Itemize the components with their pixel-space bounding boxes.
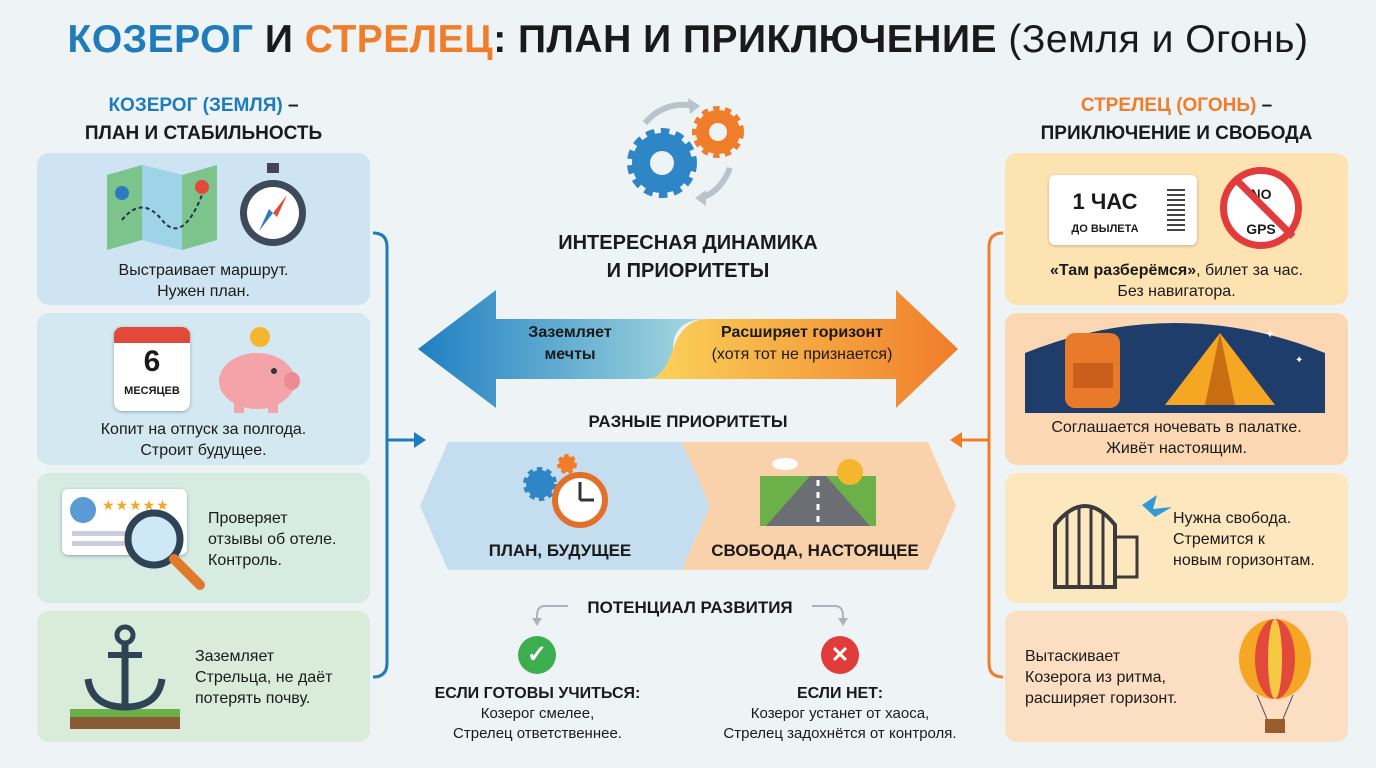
magnifier-icon [124,509,205,590]
right-heading: СТРЕЛЕЦ (ОГОНЬ) – ПРИКЛЮЧЕНИЕ И СВОБОДА [1005,92,1348,148]
card-text: Живёт настоящим. [1106,440,1247,457]
left-card-anchor: Заземляет Стрельца, не даёт потерять поч… [37,611,370,742]
cage-bird-icon [1053,495,1172,589]
arrow-left-shape [418,290,708,408]
left-card-reviews: ★★★★★ Проверяет отзывы об отеле. Контрол… [37,473,370,603]
title-and: И [264,18,294,61]
calendar-icon: 6 МЕСЯЦЕВ [114,327,190,411]
card-text: Строит будущее. [140,442,267,459]
potential-no-line2: Стрелец задохнётся от контроля. [723,725,957,742]
card-text: Заземляет [195,648,275,665]
rating-stars: ★★★★★ [102,497,170,513]
anchor-icon [70,624,180,729]
right-heading-dash: – [1261,95,1273,116]
card-text: Нужна свобода. [1173,510,1292,527]
card-text: потерять почву. [195,690,311,707]
potential-arrows [532,605,848,626]
potential-yes-line2: Стрелец ответственнее. [453,725,622,742]
card-text: Стрельца, не даёт [195,669,333,686]
arrow-left-line2: мечты [544,346,596,363]
card-text: Копит на отпуск за полгода. [100,421,307,438]
calendar-number: 6 [143,345,161,378]
left-heading-subtitle: ПЛАН И СТАБИЛЬНОСТЬ [84,123,323,144]
check-icon: ✓ [518,636,556,674]
right-heading-subtitle: ПРИКЛЮЧЕНИЕ И СВОБОДА [1040,123,1313,144]
hot-air-balloon-icon [1239,619,1311,733]
no-gps-bottom: GPS [1246,221,1276,237]
potential-heading: ПОТЕНЦИАЛ РАЗВИТИЯ [587,598,793,617]
left-card-route: Выстраивает маршрут. Нужен план. [37,153,370,305]
ticket-icon: 1 ЧАС ДО ВЫЛЕТА [1049,175,1197,245]
left-card-savings: 6 МЕСЯЦЕВ Копит на отпуск за полгода. Ст… [37,313,370,465]
title-subtitle: (Земля и Огонь) [1008,18,1309,61]
night-tent-icon: ✦✦ [1025,323,1325,413]
dynamics-line1: ИНТЕРЕСНАЯ ДИНАМИКА [558,232,818,254]
svg-text:✦: ✦ [1295,355,1303,366]
potential-yes: ЕСЛИ ГОТОВЫ УЧИТЬСЯ: Козерог смелее, Стр… [400,684,675,744]
arrow-left-label: Заземляет мечты [500,322,640,366]
dynamics-line2: И ПРИОРИТЕТЫ [606,260,770,282]
potential-no-line1: Козерог устанет от хаоса, [750,705,930,722]
arrow-right-line2: (хотя тот не признается) [711,346,893,363]
arrow-right-line1: Расширяет горизонт [721,324,883,341]
card-text: Без навигатора. [1117,283,1236,300]
card-text: Вытаскивает [1025,648,1121,665]
card-text: , билет за час. [1196,262,1303,279]
card-text: Выстраивает маршрут. [118,262,289,279]
arrow-right-shape [648,290,958,408]
left-bracket-arrow [372,231,426,679]
dynamics-heading: ИНТЕРЕСНАЯ ДИНАМИКА И ПРИОРИТЕТЫ [420,229,956,285]
potential-no-title: ЕСЛИ НЕТ: [796,685,884,702]
right-card-ticket: 1 ЧАС ДО ВЫЛЕТА NO GPS «Там разберёмся»,… [1005,153,1348,305]
title-sagittarius: СТРЕЛЕЦ [304,18,494,61]
priorities-heading: РАЗНЫЕ ПРИОРИТЕТЫ [588,412,788,431]
left-heading-dash: – [287,95,299,116]
card-text: Контроль. [208,552,282,569]
compass-icon [240,163,306,246]
ticket-label: ДО ВЫЛЕТА [1071,223,1139,235]
title-main: : ПЛАН И ПРИКЛЮЧЕНИЕ [493,18,998,61]
right-bracket-arrow [950,231,1004,679]
card-text: расширяет горизонт. [1025,690,1178,707]
gears-icon [627,98,744,206]
right-card-freedom: Нужна свобода. Стремится к новым горизон… [1005,473,1348,603]
title-capricorn: КОЗЕРОГ [67,18,254,61]
right-card-balloon: Вытаскивает Козерога из ритма, расширяет… [1005,611,1348,742]
arrow-right-label: Расширяет горизонт (хотя тот не признает… [682,322,922,366]
card-text: Козерога из ритма, [1025,669,1166,686]
left-heading: КОЗЕРОГ (ЗЕМЛЯ) – ПЛАН И СТАБИЛЬНОСТЬ [37,92,370,148]
card-text-bold: «Там разберёмся» [1050,262,1197,279]
arrow-left-line1: Заземляет [528,324,612,341]
piggy-bank-icon [219,327,300,413]
right-heading-sign: СТРЕЛЕЦ (ОГОНЬ) [1080,95,1257,116]
svg-text:✦: ✦ [1265,327,1275,341]
calendar-label: МЕСЯЦЕВ [124,385,180,397]
user-avatar-icon [70,497,96,523]
card-text: Соглашается ночевать в палатке. [1051,419,1302,436]
no-gps-icon: NO GPS [1220,167,1302,249]
card-text: Нужен план. [157,283,250,300]
double-arrow [418,290,958,408]
map-icon [107,165,217,250]
card-text: отзывы об отеле. [208,531,337,548]
priorities-hexagon [420,442,956,570]
potential-yes-line1: Козерог смелее, [480,705,595,722]
road-icon [760,458,876,526]
right-card-tent: ✦✦ Соглашается ночевать в палатке. Живёт… [1005,313,1348,465]
ticket-time: 1 ЧАС [1072,189,1138,214]
priority-freedom-present: СВОБОДА, НАСТОЯЩЕЕ [711,541,919,560]
page-title: КОЗЕРОГ И СТРЕЛЕЦ: ПЛАН И ПРИКЛЮЧЕНИЕ (З… [0,18,1376,62]
card-text: Проверяет [208,510,288,527]
card-text: новым горизонтам. [1173,552,1315,569]
potential-yes-title: ЕСЛИ ГОТОВЫ УЧИТЬСЯ: [434,685,641,702]
priority-plan-future: ПЛАН, БУДУЩЕЕ [488,541,632,560]
cross-icon: ✕ [821,636,859,674]
potential-no: ЕСЛИ НЕТ: Козерог устанет от хаоса, Стре… [690,684,990,744]
gear-clock-icon [523,454,608,528]
left-heading-sign: КОЗЕРОГ (ЗЕМЛЯ) [108,95,283,116]
card-text: Стремится к [1173,531,1265,548]
